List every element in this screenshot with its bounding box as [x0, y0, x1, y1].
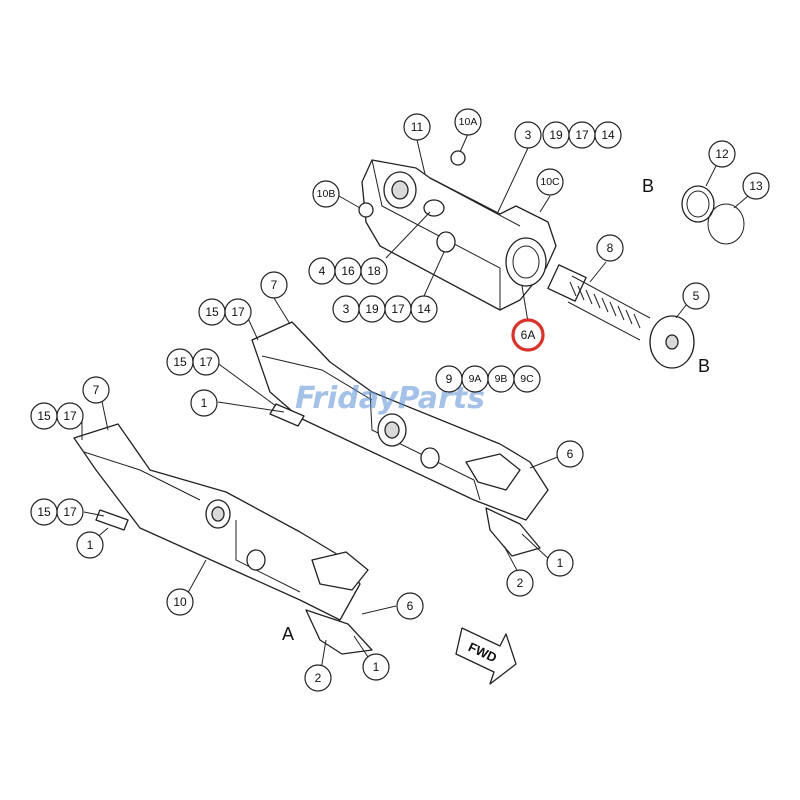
svg-text:2: 2	[517, 576, 524, 590]
rings-b	[681, 185, 745, 245]
svg-text:13: 13	[749, 179, 763, 193]
label-b-lower: B	[698, 356, 710, 376]
callout-6a: 6	[556, 440, 584, 468]
callouts: 11 10A 3 19 17 14 10B 10C 12 13 8 5 4 16…	[30, 108, 770, 692]
label-a: A	[282, 624, 294, 644]
callout-10a: 10A	[454, 108, 482, 136]
svg-text:12: 12	[715, 147, 729, 161]
callout-2a: 2	[506, 569, 534, 597]
callout-2b: 2	[304, 664, 332, 692]
svg-text:8: 8	[607, 241, 614, 255]
callout-9c: 9C	[513, 365, 541, 393]
callout-4: 4	[308, 257, 336, 285]
lower-frame	[73, 423, 373, 655]
svg-text:10C: 10C	[540, 176, 560, 188]
svg-text:9A: 9A	[469, 373, 482, 385]
svg-text:15: 15	[205, 305, 219, 319]
svg-text:10: 10	[173, 595, 187, 609]
svg-text:6: 6	[567, 447, 574, 461]
callout-15c: 15	[30, 402, 58, 430]
svg-text:1: 1	[373, 660, 380, 674]
svg-text:19: 19	[549, 128, 563, 142]
callout-17d: 17	[192, 348, 220, 376]
svg-text:1: 1	[87, 538, 94, 552]
svg-text:17: 17	[63, 505, 77, 519]
svg-text:6: 6	[407, 599, 414, 613]
svg-text:17: 17	[231, 305, 245, 319]
callout-3a: 3	[514, 121, 542, 149]
svg-text:17: 17	[575, 128, 589, 142]
callout-10c: 10C	[536, 168, 564, 196]
callout-7a: 7	[260, 271, 288, 299]
svg-text:14: 14	[417, 302, 431, 316]
svg-text:17: 17	[391, 302, 405, 316]
callout-7b: 7	[82, 376, 110, 404]
svg-text:16: 16	[341, 264, 355, 278]
label-b-upper: B	[642, 176, 654, 196]
callout-13: 13	[742, 172, 770, 200]
svg-text:3: 3	[343, 302, 350, 316]
svg-text:4: 4	[319, 264, 326, 278]
svg-text:17: 17	[63, 409, 77, 423]
callout-1b: 1	[546, 549, 574, 577]
callout-15a: 15	[198, 298, 226, 326]
callout-17f: 17	[56, 498, 84, 526]
svg-text:14: 14	[601, 128, 615, 142]
forward-arrow-icon: FWD	[455, 627, 517, 685]
svg-text:6A: 6A	[521, 328, 536, 342]
upper-frame	[358, 150, 557, 311]
callout-10b: 10B	[312, 180, 340, 208]
svg-text:5: 5	[693, 289, 700, 303]
callout-15d: 15	[30, 498, 58, 526]
callout-1c: 1	[76, 531, 104, 559]
svg-text:15: 15	[173, 355, 187, 369]
svg-text:7: 7	[93, 383, 100, 397]
callout-9: 9	[435, 365, 463, 393]
callout-6a-highlighted: 6A	[511, 318, 545, 352]
middle-frame	[251, 321, 549, 557]
svg-text:7: 7	[271, 278, 278, 292]
svg-text:10A: 10A	[459, 116, 478, 128]
svg-text:17: 17	[199, 355, 213, 369]
svg-text:3: 3	[525, 128, 532, 142]
svg-text:15: 15	[37, 505, 51, 519]
callout-8: 8	[596, 234, 624, 262]
callout-1d: 1	[362, 653, 390, 681]
callout-12: 12	[708, 140, 736, 168]
callout-15b: 15	[166, 348, 194, 376]
callout-11: 11	[403, 113, 431, 141]
callout-3b: 3	[332, 295, 360, 323]
callout-18: 18	[360, 257, 388, 285]
svg-text:9B: 9B	[495, 373, 508, 385]
callout-10: 10	[166, 588, 194, 616]
callout-19b: 19	[358, 295, 386, 323]
svg-text:19: 19	[365, 302, 379, 316]
callout-16: 16	[334, 257, 362, 285]
svg-text:15: 15	[37, 409, 51, 423]
callout-17a: 17	[568, 121, 596, 149]
callout-6b: 6	[396, 592, 424, 620]
callout-14a: 14	[594, 121, 622, 149]
callout-1a: 1	[190, 389, 218, 417]
callout-14b: 14	[410, 295, 438, 323]
callout-17c: 17	[224, 298, 252, 326]
recoil-spring	[547, 264, 695, 369]
svg-text:18: 18	[367, 264, 381, 278]
svg-text:9C: 9C	[520, 373, 534, 385]
svg-text:11: 11	[411, 120, 424, 134]
svg-text:1: 1	[557, 556, 564, 570]
svg-text:2: 2	[315, 671, 322, 685]
callout-19a: 19	[542, 121, 570, 149]
callout-17e: 17	[56, 402, 84, 430]
callout-5: 5	[682, 282, 710, 310]
svg-text:9: 9	[446, 372, 453, 386]
svg-text:1: 1	[201, 396, 208, 410]
callout-17b: 17	[384, 295, 412, 323]
callout-9a: 9A	[461, 365, 489, 393]
callout-9b: 9B	[487, 365, 515, 393]
svg-text:10B: 10B	[317, 188, 336, 200]
